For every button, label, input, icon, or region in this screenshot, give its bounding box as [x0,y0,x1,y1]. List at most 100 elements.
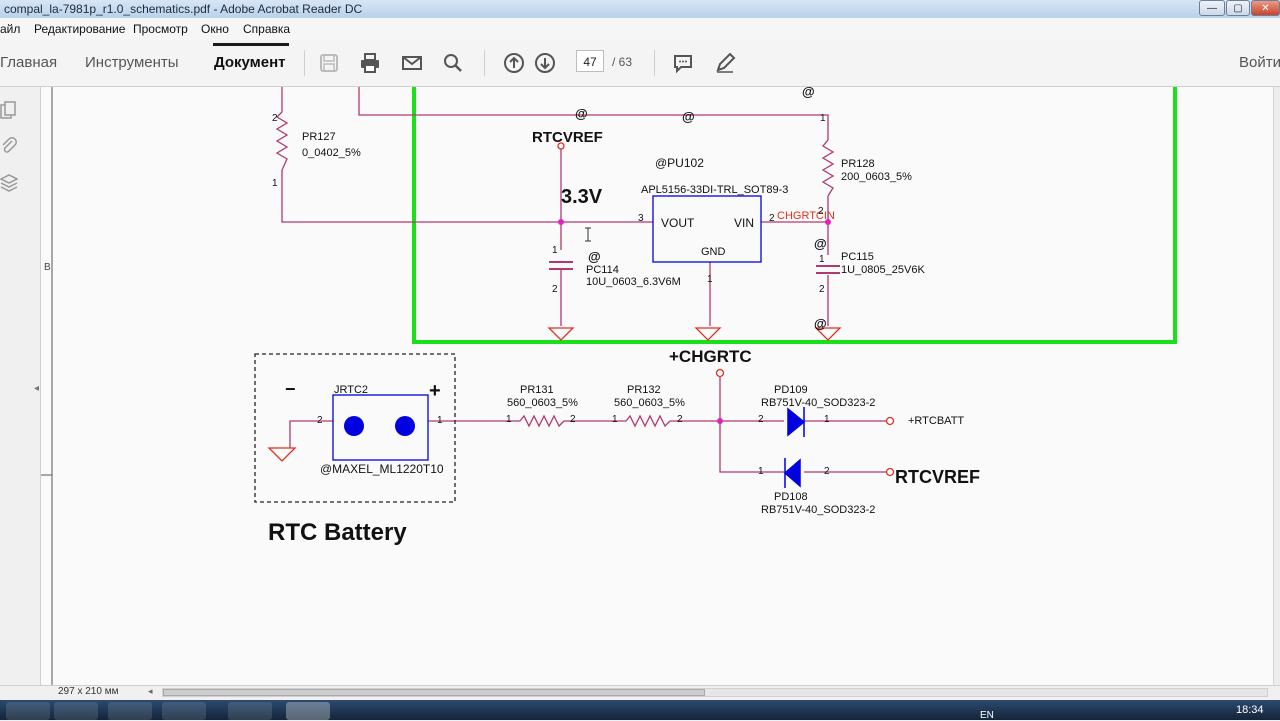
pin-number: 1 [758,466,764,477]
pin-number: 2 [552,284,558,295]
comment-icon[interactable] [672,52,694,74]
pin-number: 1 [437,415,443,426]
horizontal-scrollbar[interactable] [162,688,1268,697]
layers-icon[interactable] [0,173,19,193]
battery-dashed-outline [254,353,456,503]
capacitor-pc114 [549,261,573,270]
document-view[interactable]: B [41,87,1273,685]
connector-jrtc2 [332,394,429,461]
pd109-value: RB751V-40_SOD323-2 [761,397,875,409]
block-title: RTC Battery [268,519,407,546]
pin-vout: VOUT [661,216,695,230]
pen-icon[interactable] [714,52,736,74]
toolbar-separator [484,50,485,76]
battery-minus: − [285,379,296,399]
pin-number: 2 [818,206,824,217]
print-icon[interactable] [359,52,381,74]
pin-number: 1 [824,414,830,425]
pr127-value: 0_0402_5% [302,147,361,159]
panel-collapse-arrow[interactable]: ◂ [34,383,40,394]
horizontal-scroll-thumb[interactable] [163,689,705,696]
attachment-icon[interactable] [0,135,18,155]
resistor-pr128 [821,139,835,197]
pin-number: 2 [317,415,323,426]
pr132-ref: PR132 [627,384,661,396]
net-label-rtcvref: RTCVREF [532,129,603,146]
assembly-marker: @ [802,87,815,99]
tab-tools[interactable]: Инструменты [85,54,179,71]
menu-edit[interactable]: Редактирование [34,22,126,36]
scroll-left-arrow[interactable]: ◂ [148,686,153,696]
diode-pd108 [783,458,801,488]
sign-in-button[interactable]: Войти [1239,54,1280,71]
battery-pad-left [344,416,364,436]
email-icon[interactable] [401,52,423,74]
maximize-button[interactable]: ▢ [1226,0,1250,16]
page-up-icon[interactable] [503,52,525,74]
minimize-button[interactable]: — [1199,0,1225,16]
voltage-label: 3.3V [561,186,603,208]
pin-number: 1 [272,178,278,189]
pin-vin: VIN [734,216,754,230]
net-label-rtcbatt: +RTCBATT [908,415,964,427]
top-wires [281,87,888,473]
capacitor-pc115 [816,265,840,274]
menu-view[interactable]: Просмотр [133,22,188,36]
pages-icon[interactable] [0,101,18,121]
pd108-ref: PD108 [774,491,808,503]
pu102-value: APL5156-33DI-TRL_SOT89-3 [641,184,788,196]
pc115-ref: PC115 [841,251,874,263]
jrtc2-value: @MAXEL_ML1220T10 [320,462,444,476]
taskbar-explorer[interactable] [162,702,206,720]
pr127-ref: PR127 [302,131,336,143]
tab-home[interactable]: Главная [0,54,58,71]
resistor-pr131 [519,414,565,428]
taskbar-chrome[interactable] [54,702,98,720]
tab-document[interactable]: Документ [214,54,286,71]
pin-number: 1 [612,414,618,425]
page-down-icon[interactable] [534,52,556,74]
menu-file[interactable]: айл [0,22,21,36]
assembly-marker: @ [588,249,601,264]
highlight-frame [412,87,1177,344]
pin-number: 2 [677,414,683,425]
taskbar-app[interactable] [108,702,152,720]
pin-number: 1 [506,414,512,425]
taskbar-app[interactable] [228,702,272,720]
pin-number: 1 [820,113,826,124]
pin-number: 2 [769,213,775,224]
pr131-ref: PR131 [520,384,554,396]
battery-pad-right [395,416,415,436]
pr128-value: 200_0603_5% [841,171,912,183]
pin-number: 2 [758,414,764,425]
save-icon[interactable] [318,52,340,74]
taskbar-acrobat[interactable] [286,702,330,720]
page-size-indicator: 297 x 210 мм [58,686,119,697]
regulator-pu102 [652,195,762,263]
tool-bar: Главная Инструменты Документ Войти [0,40,1280,87]
title-bar: compal_la-7981p_r1.0_schematics.pdf - Ad… [0,0,1280,18]
page-number-input[interactable]: 47 [576,50,604,72]
pr131-value: 560_0603_5% [507,397,578,409]
assembly-marker: @ [814,236,827,251]
close-button[interactable]: ✕ [1251,0,1280,16]
menu-window[interactable]: Окно [201,22,229,36]
ground-symbols [267,327,842,462]
search-icon[interactable] [442,52,464,74]
left-navigation-panel: ◂ [0,87,41,685]
pin-number: 1 [707,274,713,285]
pin-gnd: GND [701,246,726,258]
pin-number: 2 [570,414,576,425]
menu-help[interactable]: Справка [243,22,291,36]
pin-number: 2 [272,113,278,124]
taskbar: EN 18:34 [0,700,1280,721]
net-label-rtcvref: RTCVREF [895,467,980,487]
pc114-value: 10U_0603_6.3V6M [586,276,681,288]
pd109-ref: PD109 [774,384,808,396]
jrtc2-ref: JRTC2 [334,384,368,396]
vertical-scrollbar[interactable] [1273,87,1280,685]
start-button[interactable] [6,702,50,720]
language-indicator[interactable]: EN [980,710,994,721]
resistor-pr132 [625,414,671,428]
pin-number: 1 [819,254,825,265]
